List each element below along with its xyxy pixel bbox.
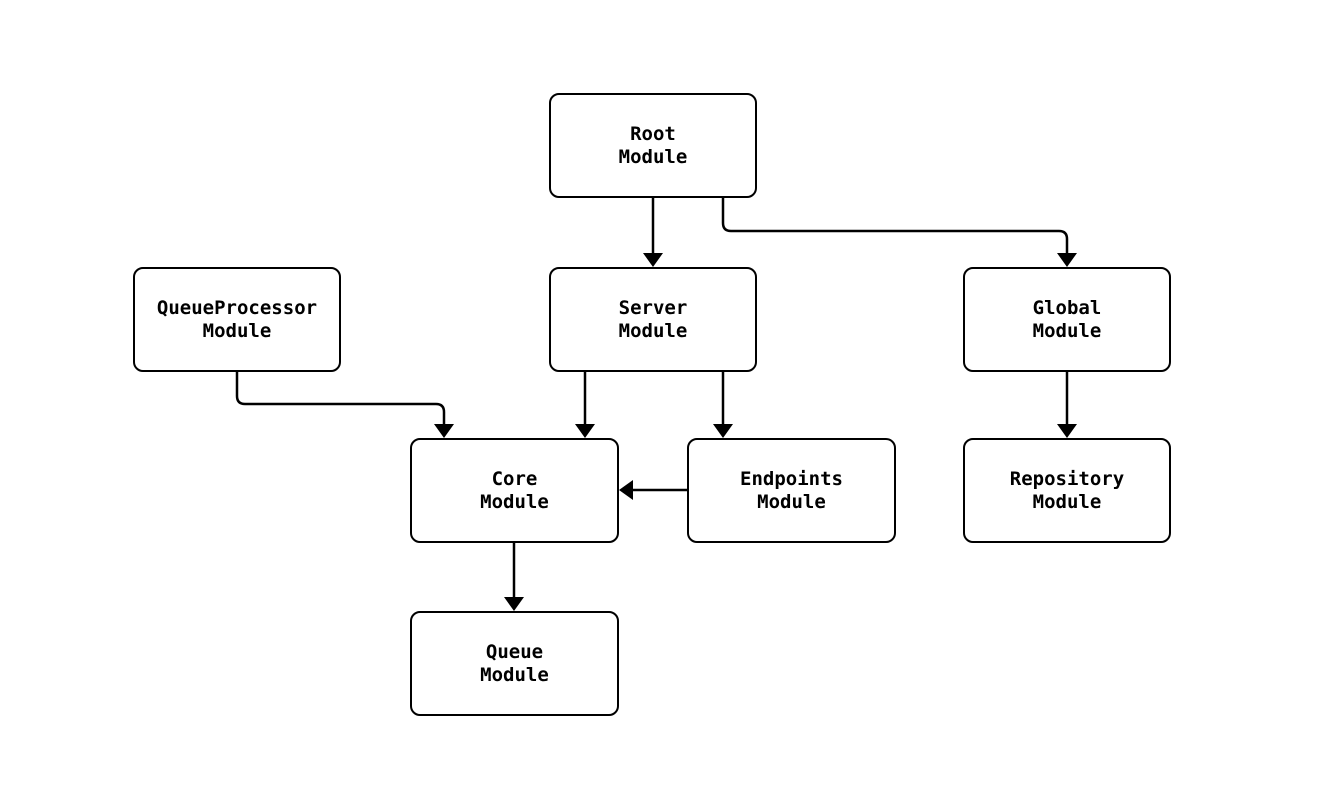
- node-root-module: Root Module: [549, 93, 757, 198]
- arrowhead-global-to-repository: [1057, 424, 1077, 438]
- node-endpoints-module: Endpoints Module: [687, 438, 896, 543]
- node-label-line1: QueueProcessor: [156, 296, 318, 319]
- arrowhead-core-to-queue: [504, 597, 524, 611]
- node-label-line1: Endpoints: [740, 467, 843, 490]
- arrowhead-queueprocessor-to-core: [434, 424, 454, 438]
- node-label-line2: Module: [1032, 319, 1102, 342]
- node-queueprocessor-module: QueueProcessor Module: [133, 267, 341, 372]
- node-core-module: Core Module: [410, 438, 619, 543]
- node-label-line1: Root: [630, 122, 676, 145]
- edge-root-to-global: [721, 198, 1069, 255]
- node-label-line1: Server: [618, 296, 688, 319]
- node-label-line1: Queue: [485, 640, 544, 663]
- node-label-line1: Repository: [1009, 467, 1125, 490]
- node-queue-module: Queue Module: [410, 611, 619, 716]
- node-label-line2: Module: [757, 490, 826, 513]
- edge-queueprocessor-to-core: [235, 372, 446, 426]
- arrowhead-root-to-server: [643, 253, 663, 267]
- node-label-line1: Core: [491, 467, 538, 490]
- node-global-module: Global Module: [963, 267, 1171, 372]
- node-label-line2: Module: [480, 663, 549, 686]
- arrowhead-server-to-endpoints: [713, 424, 733, 438]
- arrowhead-root-to-global: [1057, 253, 1077, 267]
- arrowhead-server-to-core: [575, 424, 595, 438]
- node-label-line2: Module: [618, 319, 688, 342]
- arrowhead-endpoints-to-core: [619, 480, 633, 500]
- node-label-line1: Global: [1032, 296, 1102, 319]
- node-server-module: Server Module: [549, 267, 757, 372]
- node-label-line2: Module: [1032, 490, 1102, 513]
- node-label-line2: Module: [202, 319, 272, 342]
- node-label-line2: Module: [618, 145, 688, 168]
- node-label-line2: Module: [480, 490, 549, 513]
- node-repository-module: Repository Module: [963, 438, 1171, 543]
